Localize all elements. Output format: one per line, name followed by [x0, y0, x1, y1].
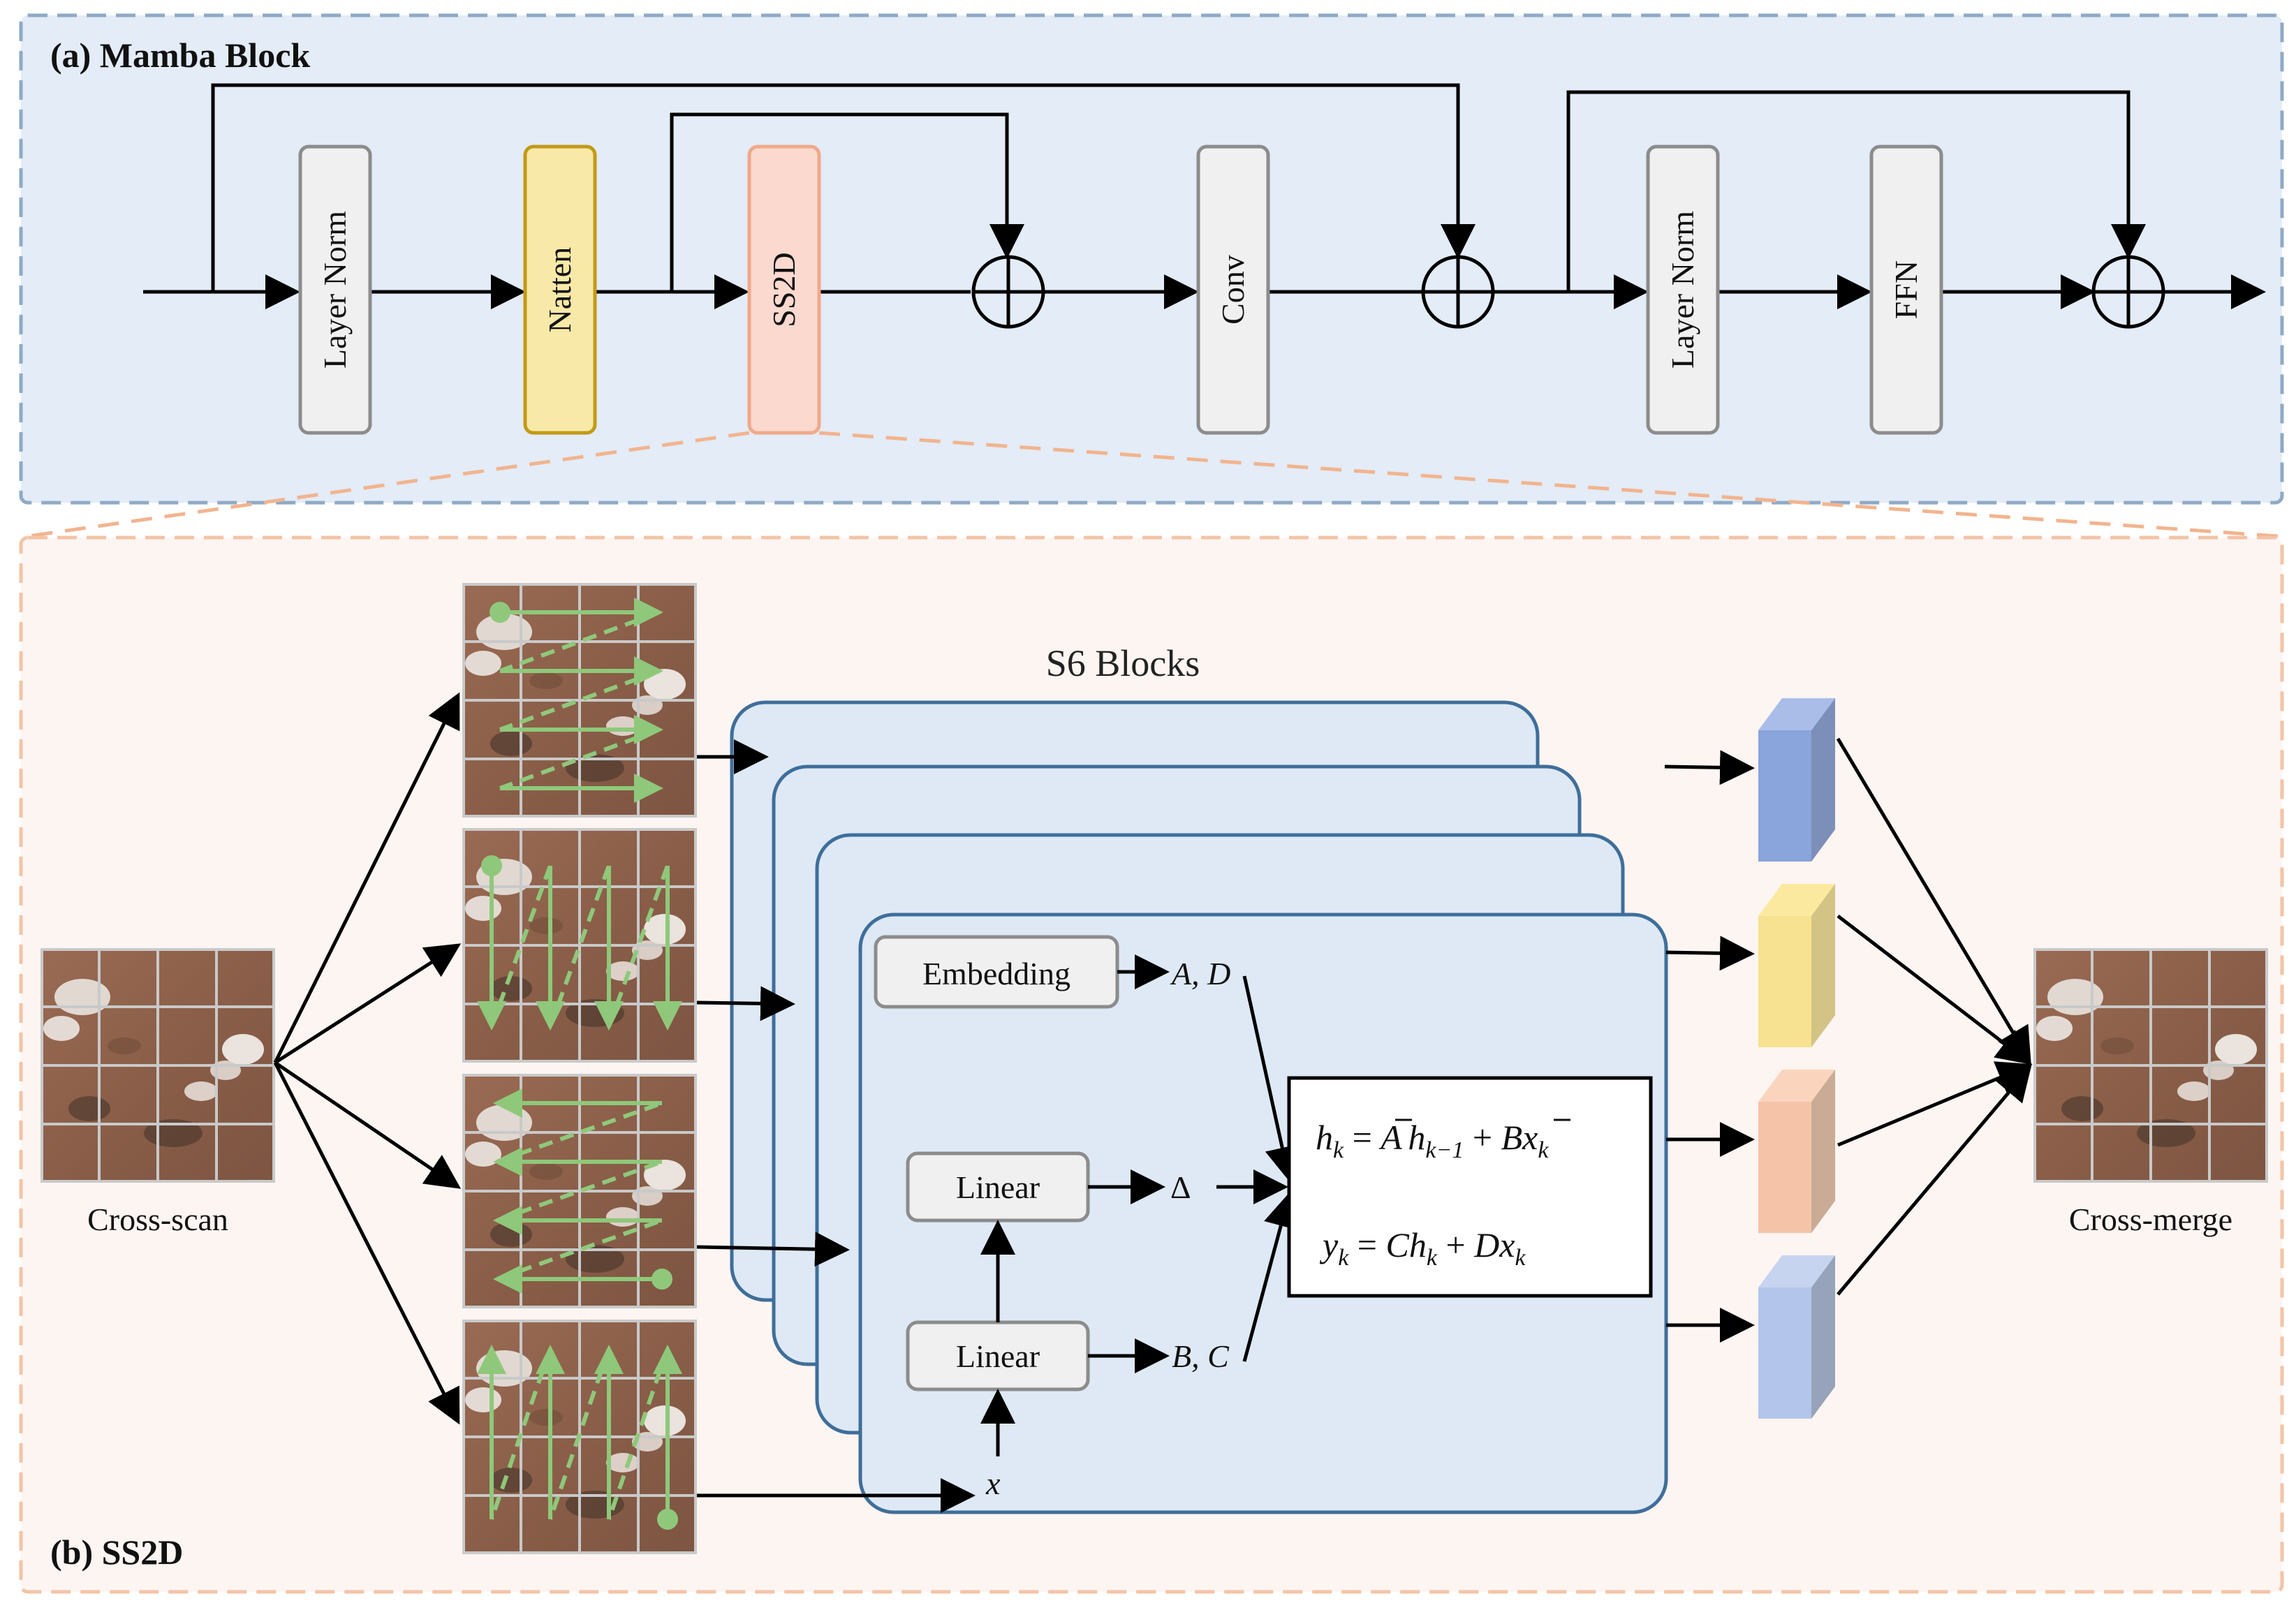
- symbol-x: x: [985, 1465, 1001, 1501]
- s6-to-slab-arrows: [1664, 750, 1755, 1343]
- scan-fanout-arrows: [273, 692, 462, 1425]
- layer-norm-2-box: Layer Norm: [1646, 145, 1720, 435]
- ss2d-panel: (b) SS2D Cross-scan: [19, 536, 2284, 1594]
- symbol-ad: A, D: [1170, 956, 1230, 991]
- zoom-guides: [27, 431, 2279, 538]
- symbol-delta: Δ: [1170, 1169, 1191, 1205]
- scan-to-s6-arrows: [696, 739, 976, 1513]
- mamba-main-connections: [143, 83, 2266, 309]
- natten-label: Natten: [542, 247, 577, 333]
- feature-slab-yellow: [1758, 884, 1835, 1047]
- mamba-block-title: (a) Mamba Block: [50, 36, 310, 75]
- linear-top-label: Linear: [956, 1169, 1040, 1205]
- cross-merge-image: [2032, 947, 2269, 1184]
- layer-norm-1-label: Layer Norm: [317, 211, 353, 369]
- embedding-label: Embedding: [922, 956, 1070, 991]
- feature-slab-blue: [1758, 698, 1835, 862]
- layer-norm-2-label: Layer Norm: [1665, 211, 1700, 369]
- output-equation: yk = Chk + Dxk: [1319, 1225, 1526, 1271]
- merge-arrows: [1836, 737, 2033, 1296]
- s6-blocks-title: S6 Blocks: [1046, 642, 1200, 684]
- scan-path-horizontal-forward: [461, 582, 698, 819]
- conv-box: Conv: [1196, 145, 1270, 435]
- cross-scan-label: Cross-scan: [87, 1202, 228, 1237]
- s6-internal: Embedding Linear Linear A, D Δ B, C x hk…: [874, 935, 1653, 1501]
- ffn-label: FFN: [1888, 260, 1924, 319]
- natten-box: Natten: [523, 145, 597, 435]
- state-equation-box: [1287, 1076, 1653, 1298]
- ffn-box: FFN: [1869, 145, 1943, 435]
- add-circle-2: [1421, 255, 1495, 329]
- conv-label: Conv: [1215, 255, 1251, 325]
- ss2d-label: SS2D: [766, 252, 802, 327]
- scan-path-vertical-backward: [461, 1318, 698, 1556]
- layer-norm-1-box: Layer Norm: [298, 145, 372, 435]
- scan-path-horizontal-backward: [461, 1072, 698, 1310]
- symbol-bc: B, C: [1172, 1338, 1230, 1374]
- add-circle-3: [2091, 255, 2165, 329]
- cross-scan-image: [39, 947, 277, 1184]
- feature-slab-lightblue: [1758, 1255, 1835, 1419]
- feature-slab-peach: [1758, 1070, 1835, 1233]
- cross-merge-label: Cross-merge: [2069, 1202, 2232, 1237]
- ss2d-title: (b) SS2D: [50, 1533, 183, 1572]
- mamba-block-panel: (a) Mamba Block Layer Norm Natten: [19, 13, 2284, 505]
- scan-path-vertical-forward: [461, 827, 698, 1064]
- svg-text:yk = Chk + Dxk: yk = Chk + Dxk: [1319, 1225, 1526, 1271]
- add-circle-1: [971, 255, 1045, 329]
- ss2d-box: SS2D: [747, 145, 821, 435]
- linear-bottom-label: Linear: [956, 1338, 1040, 1374]
